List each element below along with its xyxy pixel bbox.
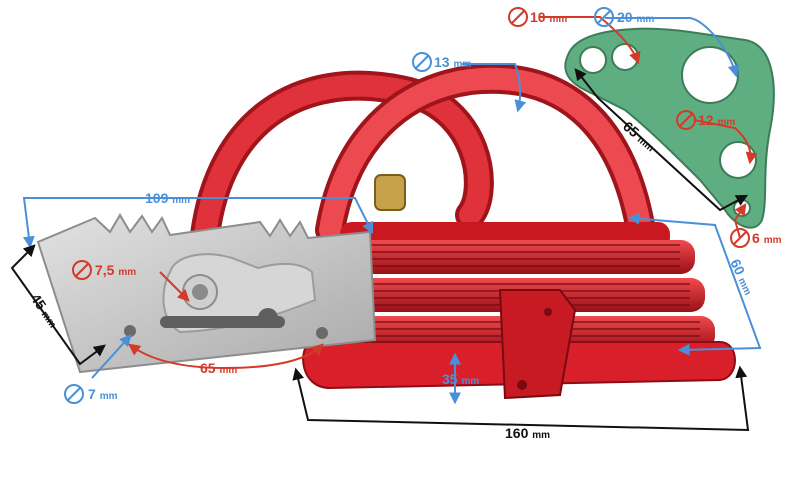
dimension-lines — [10, 16, 762, 432]
diameter-symbol-icon — [64, 7, 750, 404]
label-w160: 160 mm — [505, 425, 550, 441]
label-w109: 109 mm — [145, 190, 190, 206]
label-h35: 35 mm — [442, 371, 479, 387]
label-d7-5: 7,5 mm — [95, 262, 136, 278]
mounting-plate — [36, 213, 377, 374]
label-d10: 10 mm — [530, 9, 567, 25]
rubber-hoses — [190, 63, 655, 250]
label-plate-65: 65 mm — [200, 360, 237, 376]
label-d6: 6 mm — [752, 230, 782, 246]
label-h60: 60 mm — [727, 257, 757, 298]
label-d20: 20 mm — [617, 9, 654, 25]
dimension-labels: 10 mm 20 mm 13 mm 65 mm 12 mm 6 mm 109 m… — [28, 9, 782, 441]
label-d12: 12 mm — [698, 112, 735, 128]
label-d7: 7 mm — [88, 386, 118, 402]
label-d13: 13 mm — [434, 54, 471, 70]
